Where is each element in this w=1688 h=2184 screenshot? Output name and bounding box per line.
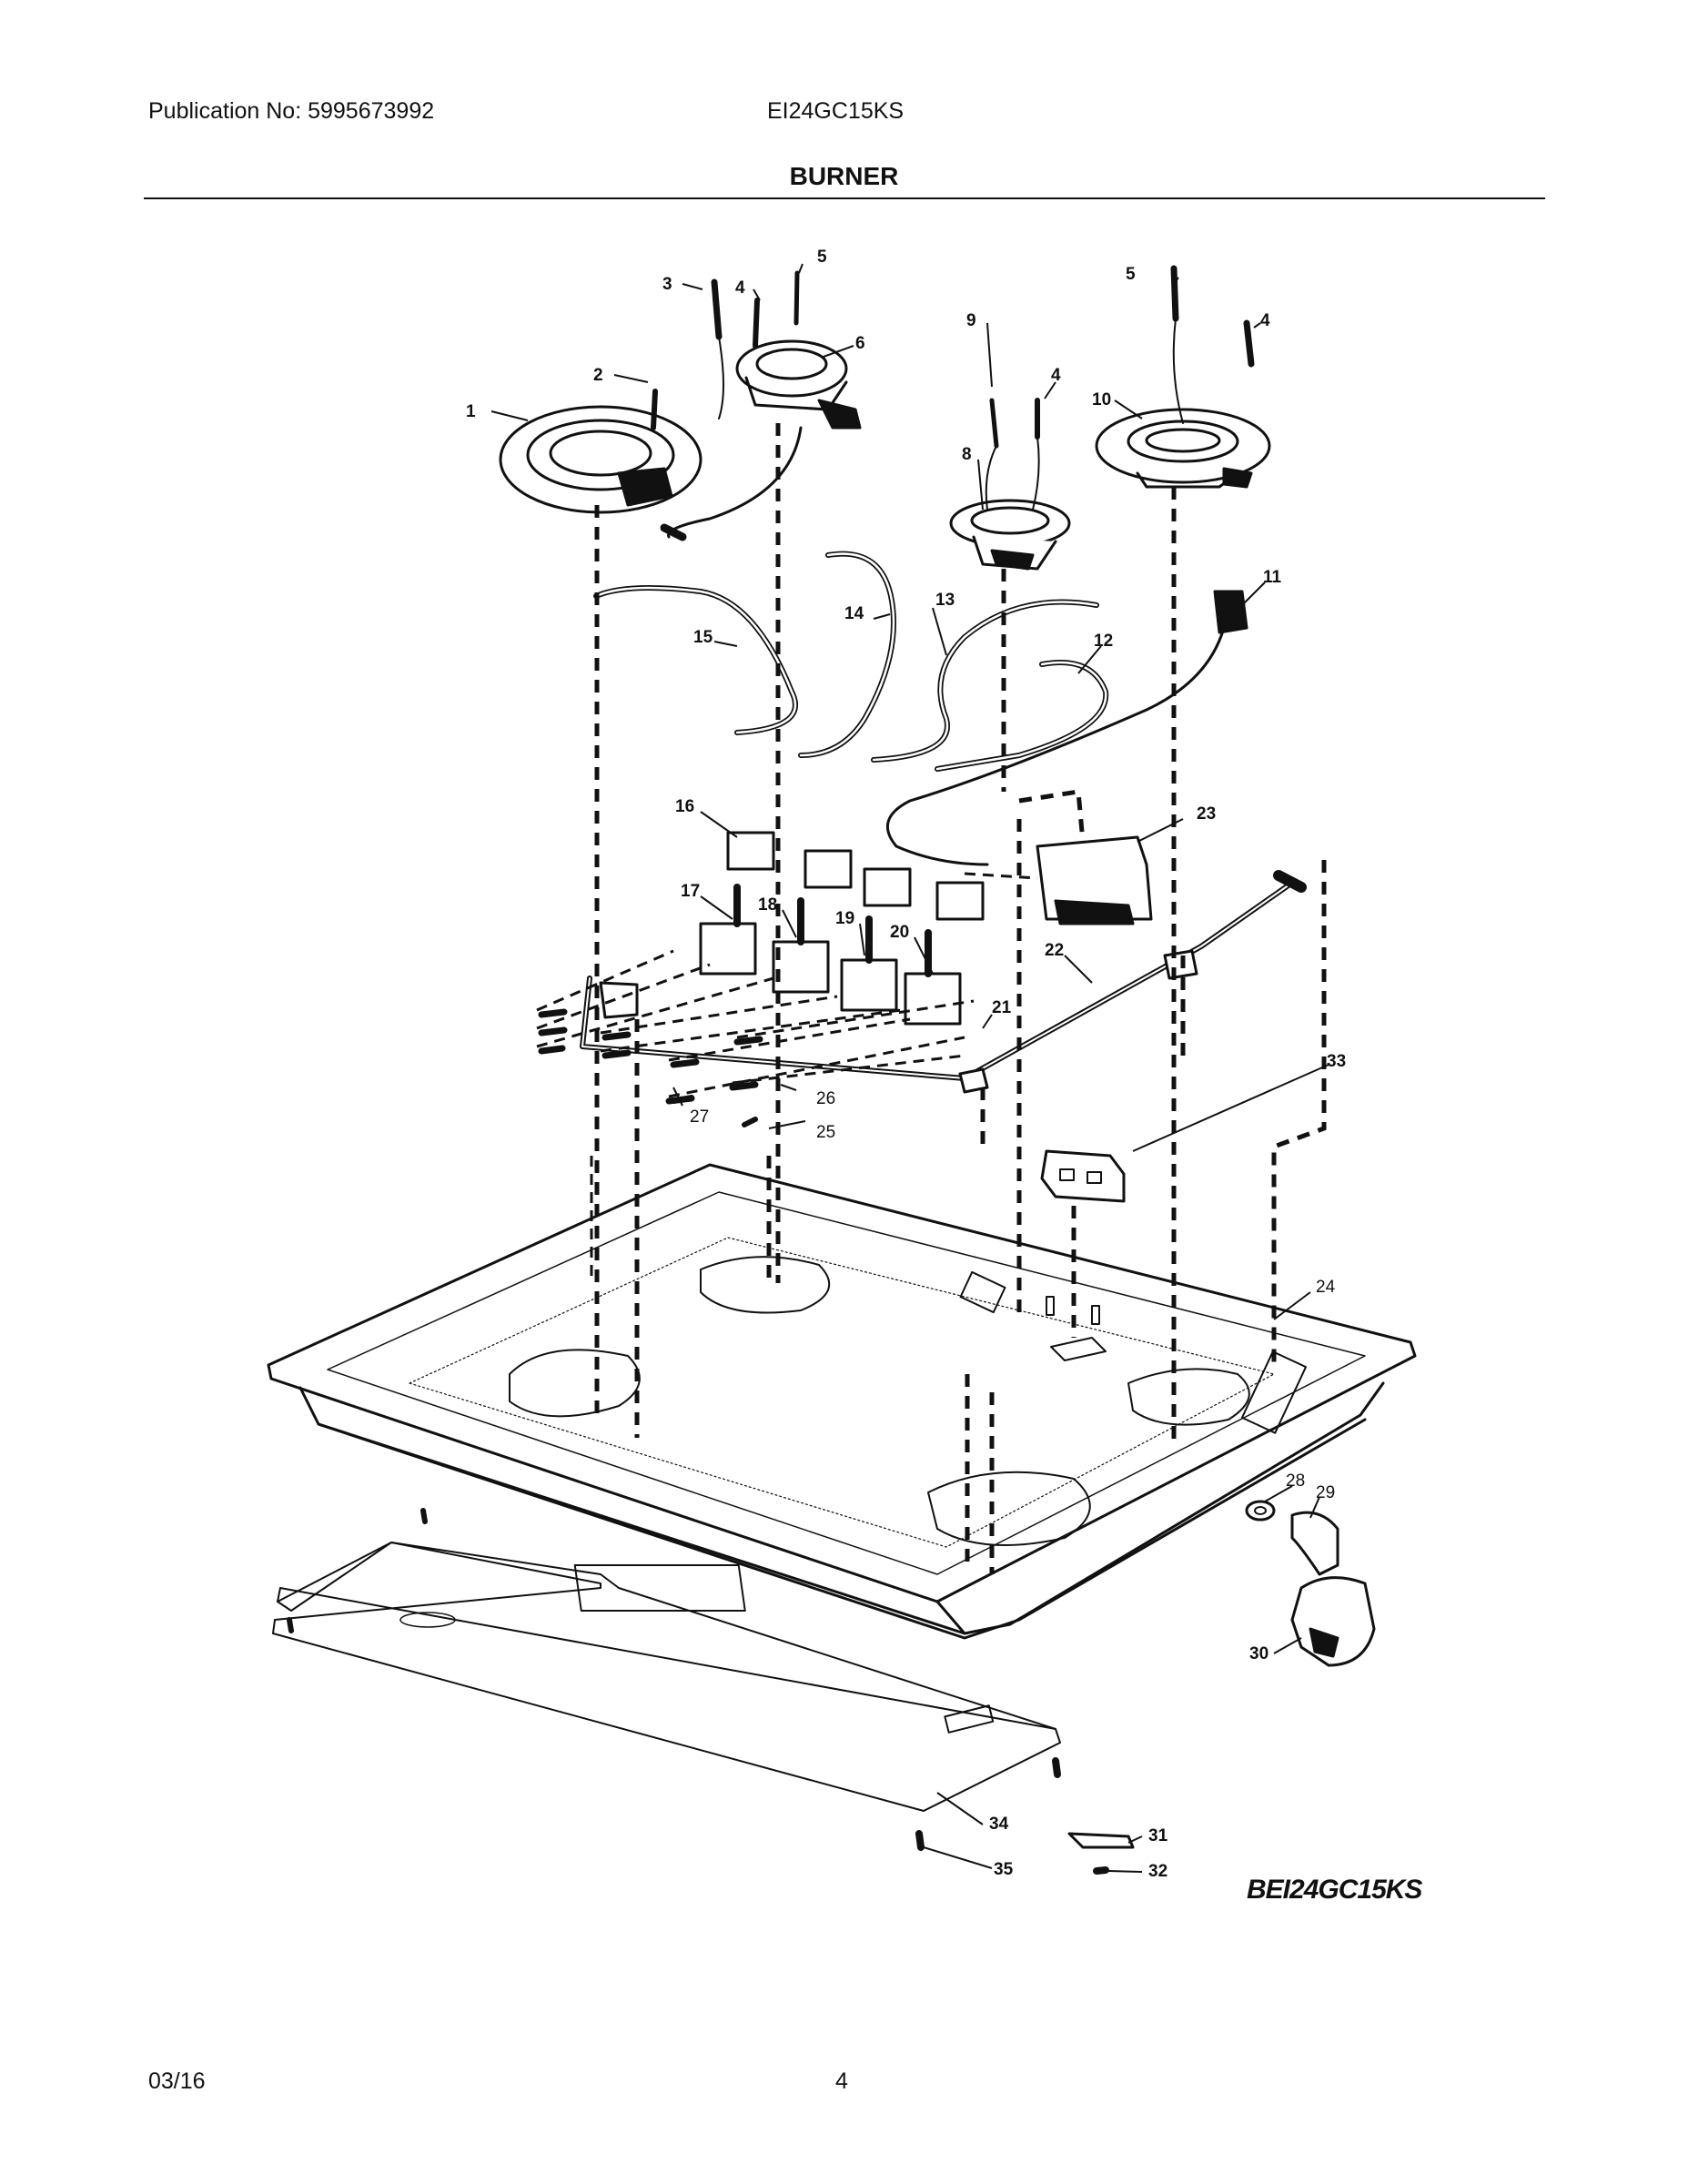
callout-12: 12 [1094, 632, 1113, 651]
callout-6: 6 [855, 334, 865, 353]
callout-33: 33 [1327, 1052, 1346, 1071]
burner-base-6 [735, 339, 862, 430]
callout-17: 17 [681, 882, 700, 901]
section-title: BURNER [789, 162, 899, 190]
callout-35: 35 [994, 1860, 1014, 1879]
callout-1: 1 [466, 402, 476, 421]
callout-26: 26 [816, 1089, 835, 1108]
callout-16: 16 [675, 797, 694, 816]
callout-8: 8 [962, 445, 972, 464]
callout-14: 14 [844, 604, 864, 623]
header-rule [144, 197, 1545, 199]
callout-4c: 4 [1260, 311, 1270, 330]
callout-5b: 5 [1126, 265, 1136, 284]
callout-21: 21 [992, 998, 1012, 1017]
page-number: 4 [835, 2068, 848, 2094]
callout-28: 28 [1286, 1471, 1305, 1491]
callout-4a: 4 [735, 278, 745, 298]
callout-19: 19 [835, 909, 854, 928]
callout-3: 3 [662, 275, 672, 294]
callout-34: 34 [989, 1815, 1009, 1834]
callout-27: 27 [690, 1107, 709, 1127]
burner-base-1 [499, 405, 702, 514]
publication-number: Publication No: 5995673992 [148, 98, 435, 124]
callout-10: 10 [1092, 390, 1111, 410]
callout-18: 18 [758, 895, 777, 915]
valve-row [699, 831, 985, 1026]
callout-25: 25 [816, 1123, 835, 1142]
burner-base-8 [949, 499, 1071, 571]
callout-24: 24 [1316, 1278, 1336, 1297]
callout-22: 22 [1045, 941, 1064, 960]
callout-32: 32 [1148, 1862, 1167, 1881]
callout-11: 11 [1263, 568, 1282, 587]
footer-date: 03/16 [148, 2068, 206, 2094]
callout-9: 9 [966, 311, 976, 330]
callout-29: 29 [1316, 1483, 1335, 1502]
cooktop-pan [267, 1163, 1417, 1640]
bottom-plate [272, 1542, 1061, 1812]
callout-2: 2 [593, 366, 603, 385]
callout-4b: 4 [1051, 366, 1061, 385]
callout-31: 31 [1148, 1826, 1168, 1845]
callout-5a: 5 [817, 248, 827, 267]
callout-15: 15 [693, 628, 713, 647]
model-number: EI24GC15KS [767, 98, 905, 124]
callout-13: 13 [935, 591, 955, 610]
diagram-code: BEI24GC15KS [1247, 1875, 1422, 1905]
burner-base-10 [1095, 408, 1271, 489]
callout-20: 20 [890, 923, 909, 942]
callout-30: 30 [1249, 1644, 1269, 1663]
callout-23: 23 [1197, 804, 1216, 824]
